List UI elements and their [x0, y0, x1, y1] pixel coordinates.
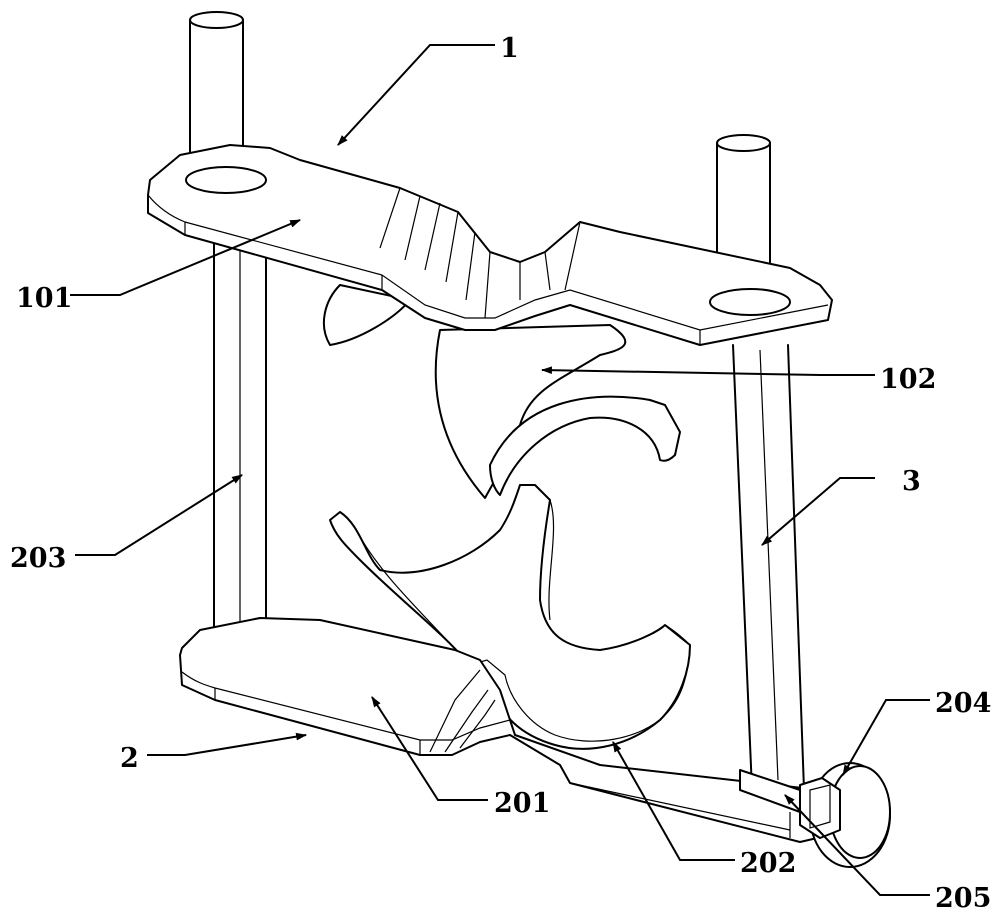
- leader-201: [371, 696, 488, 801]
- label-202: 202: [740, 848, 796, 879]
- label-101: 101: [16, 283, 72, 314]
- label-2: 2: [120, 743, 139, 774]
- leader-204: [842, 699, 930, 776]
- label-203: 203: [10, 543, 66, 574]
- label-201: 201: [494, 788, 550, 819]
- leader-1: [337, 44, 495, 146]
- left-rod-lower: [213, 237, 269, 659]
- leader-203: [75, 474, 243, 556]
- leader-102: [540, 366, 875, 376]
- upper-plate: [147, 144, 833, 346]
- leader-2: [147, 732, 308, 756]
- leader-202: [612, 741, 735, 861]
- roller: [799, 762, 891, 868]
- callout-labels: 1 101 102 203 3 2 201 202 204 205: [10, 33, 991, 914]
- right-rod-lower: [732, 344, 805, 791]
- leader-205: [784, 794, 930, 896]
- leader-lines: [70, 44, 930, 896]
- label-204: 204: [935, 688, 991, 719]
- leader-3: [761, 477, 875, 546]
- upper-jaw: [322, 284, 681, 499]
- label-102: 102: [880, 364, 936, 395]
- label-1: 1: [500, 33, 519, 64]
- label-205: 205: [935, 883, 991, 914]
- leader-101: [70, 219, 302, 296]
- label-3: 3: [902, 466, 921, 497]
